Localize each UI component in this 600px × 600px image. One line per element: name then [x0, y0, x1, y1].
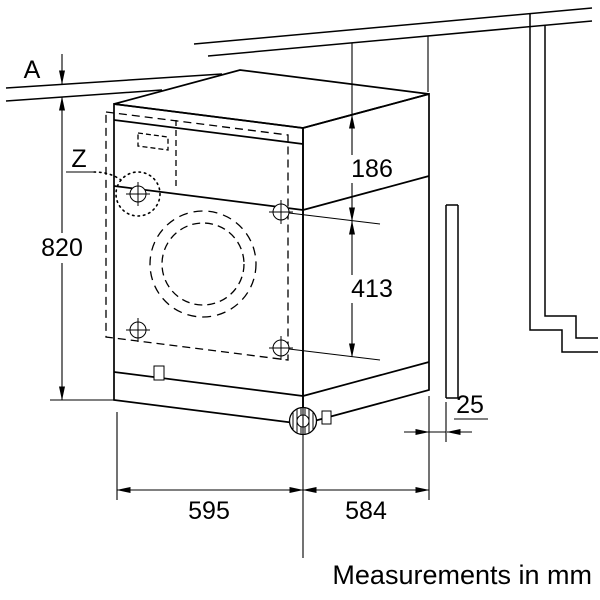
dimension-worktop-gap: A	[24, 54, 65, 85]
drawer-handle-outline	[137, 132, 169, 151]
cabinet-side-panel	[529, 14, 598, 353]
label-backdrop	[344, 275, 400, 303]
screw-hole-top-left	[126, 182, 150, 206]
washing-machine-body	[113, 69, 430, 426]
label-595: 595	[188, 497, 230, 525]
worktop-perspective-lines	[193, 7, 593, 57]
dimension-height-820: 820	[34, 96, 114, 401]
door-inner-circle	[161, 222, 245, 306]
adjacent-panel	[445, 204, 459, 399]
door-outer-circle	[149, 210, 257, 318]
label-z: Z	[71, 145, 86, 173]
label-820: 820	[41, 234, 83, 262]
niche-reference-lines	[351, 36, 429, 115]
label-a: A	[24, 56, 41, 84]
label-584: 584	[345, 497, 387, 525]
door-outline	[149, 210, 257, 318]
screw-hole-top-right	[269, 200, 293, 224]
label-186: 186	[351, 155, 393, 183]
label-25: 25	[456, 391, 484, 419]
mounting-template-outline	[105, 111, 289, 361]
label-backdrop	[344, 155, 400, 183]
label-backdrop	[34, 233, 90, 263]
plinth-details	[153, 365, 332, 436]
caption-measurements: Measurements in mm	[332, 560, 592, 590]
side-bracket	[321, 410, 332, 425]
label-413: 413	[351, 275, 393, 303]
dimension-width-depth: 595 584	[116, 396, 430, 558]
worktop-edge-lines	[5, 73, 223, 102]
screw-hole-bottom-right	[269, 336, 293, 360]
plinth-clip	[153, 365, 165, 381]
dimension-holes-186-413: 186 413	[288, 114, 400, 361]
dimension-rear-gap-25: 25	[404, 391, 488, 442]
detail-z-marker: Z	[66, 145, 161, 217]
screw-hole-bottom-left	[126, 318, 150, 342]
machine-side-face	[302, 92, 430, 426]
